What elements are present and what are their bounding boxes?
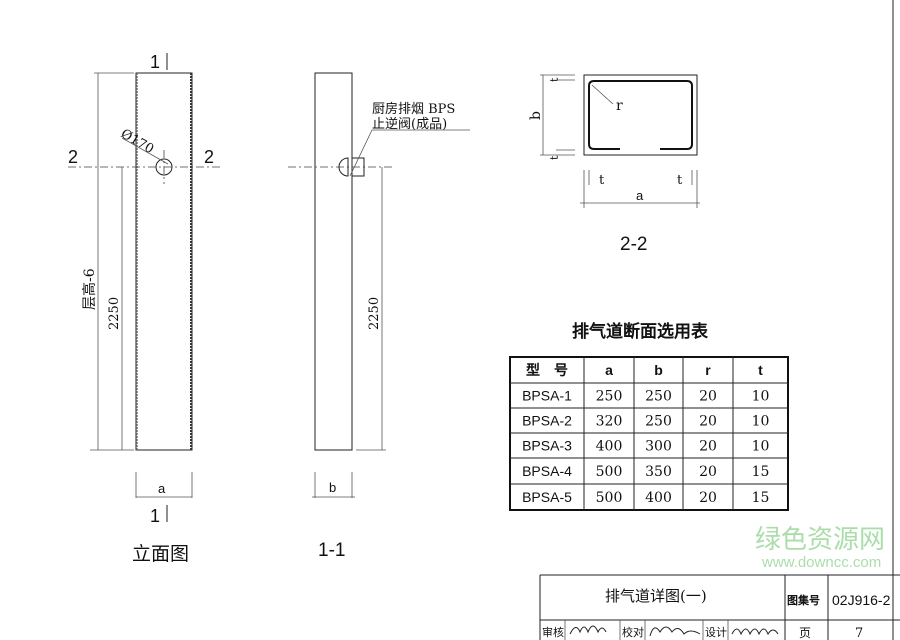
atlas-number: 02J916-2 — [832, 592, 891, 608]
page-number: 7 — [855, 626, 863, 640]
section-width-label: b — [329, 480, 336, 495]
design-label: 设计 — [705, 626, 727, 639]
floor-height-label: 层高-6 — [81, 268, 98, 310]
table-header-cell: b — [654, 362, 663, 378]
table-title: 排气道断面选用表 — [572, 321, 709, 341]
watermark-url: www.downcc.com — [761, 554, 881, 571]
table-header-cell: a — [605, 362, 613, 378]
table-value-cell: 20 — [699, 414, 717, 430]
label-t: t — [599, 173, 605, 188]
label-r: r — [616, 98, 623, 114]
table-model-cell: BPSA-4 — [522, 463, 572, 479]
elevation-title: 立面图 — [132, 543, 189, 565]
diameter-leader — [121, 137, 169, 165]
table-value-cell: 250 — [645, 414, 672, 430]
elevation-width-label: a — [158, 481, 166, 496]
table-model-cell: BPSA-1 — [522, 388, 572, 404]
table-value-cell: 10 — [752, 389, 770, 405]
section-1-1-view: 厨房排烟 BPS 止逆阀(成品) 2250 b 1-1 — [288, 72, 470, 561]
pipe-opening — [155, 158, 173, 176]
watermark-name: 绿色资源网 — [755, 524, 885, 554]
table-value-cell: 15 — [752, 490, 770, 506]
table-value-cell: 250 — [645, 389, 672, 405]
table-value-cell: 400 — [596, 439, 623, 455]
table-value-cell: 500 — [596, 490, 623, 506]
callout-leader — [349, 129, 373, 177]
page-label: 页 — [799, 626, 811, 640]
section-1-1-title: 1-1 — [318, 540, 345, 561]
table-value-cell: 20 — [699, 490, 717, 506]
flue-section-outline — [314, 72, 353, 451]
table-value-cell: 250 — [596, 389, 623, 405]
elevation-view: Ø170 层高-6 2250 a 1 1 2 2 立面图 — [68, 52, 222, 565]
label-b: b — [528, 111, 544, 120]
watermark: 绿色资源网 www.downcc.com — [755, 524, 885, 571]
label-t: t — [548, 77, 561, 82]
section-height-dim: 2250 — [367, 297, 382, 330]
table-value-cell: 20 — [699, 439, 717, 455]
table-value-cell: 400 — [645, 490, 672, 506]
title-block: 排气道详图(一) 图集号 02J916-2 审核 校对 设计 页 7 — [539, 574, 900, 640]
check-valve — [338, 157, 349, 177]
outer-outline — [583, 74, 698, 156]
review-signature — [569, 625, 607, 635]
table-value-cell: 10 — [752, 414, 770, 430]
label-t: t — [677, 173, 683, 188]
elevation-height-dim: 2250 — [107, 297, 122, 330]
label-t: t — [548, 155, 561, 160]
review-label: 审核 — [542, 625, 564, 639]
table-value-cell: 20 — [699, 464, 717, 480]
table-value-cell: 10 — [752, 439, 770, 455]
atlas-label: 图集号 — [787, 593, 820, 607]
table-value-cell: 350 — [645, 464, 672, 480]
table-header-cell: 型 号 — [526, 362, 568, 378]
callout-line-2: 止逆阀(成品) — [372, 116, 447, 132]
section-mark-2-right: 2 — [204, 147, 214, 167]
drawing-title: 排气道详图(一) — [605, 587, 707, 605]
table-header-cell: t — [758, 362, 763, 378]
inner-liner — [588, 80, 693, 150]
label-a: a — [636, 188, 644, 203]
check-label: 校对 — [622, 625, 644, 639]
table-value-cell: 20 — [699, 389, 717, 405]
table-value-cell: 320 — [596, 414, 623, 430]
section-mark-1-bottom: 1 — [150, 506, 160, 526]
table-value-cell: 300 — [645, 439, 672, 455]
section-mark-2-left: 2 — [68, 147, 78, 167]
table-value-cell: 15 — [752, 464, 770, 480]
check-signature — [649, 626, 701, 637]
section-mark-1-top: 1 — [150, 52, 160, 72]
table-model-cell: BPSA-2 — [522, 413, 572, 429]
section-2-2-view: r b t t t t a 2-2 — [528, 74, 700, 255]
table-value-cell: 500 — [596, 464, 623, 480]
table-header-cell: r — [705, 362, 711, 378]
flue-elevation-outline — [135, 72, 193, 451]
table-model-cell: BPSA-5 — [522, 489, 572, 505]
section-2-2-title: 2-2 — [620, 234, 647, 255]
table-model-cell: BPSA-3 — [522, 438, 572, 454]
callout-line-1: 厨房排烟 BPS — [372, 101, 455, 117]
design-signature — [731, 628, 779, 636]
